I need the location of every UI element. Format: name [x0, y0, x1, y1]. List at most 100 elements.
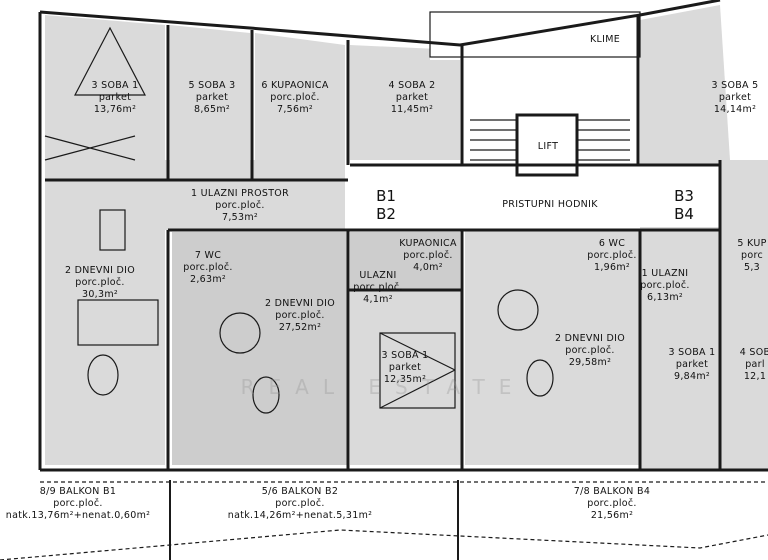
room-soba-b2-fill [350, 290, 462, 465]
room-area: natk.13,76m²+nenat.0,60m² [5, 510, 151, 521]
room-name: 2 DNEVNI DIO [64, 265, 136, 276]
room-dnevni-b1-fill [45, 160, 345, 465]
room-name: 7 WC [194, 250, 222, 261]
room-name: 3 SOBA 1 [91, 80, 139, 91]
room-area: natk.14,26m²+nenat.5,31m² [227, 510, 373, 521]
room-floor: porc.ploč. [275, 498, 325, 509]
stair-fill [460, 60, 640, 165]
room-area: 29,58m² [568, 357, 612, 368]
room-soba-3-fill [170, 25, 250, 180]
room-name: 1 ULAZNI [641, 268, 689, 279]
room-ulazni-b2-fill [350, 232, 460, 290]
room-soba-5-fill [640, 5, 730, 160]
room-area: 7,53m² [221, 212, 259, 223]
room-floor: porc.ploč. [215, 200, 265, 211]
room-floor: porc.ploč. [353, 282, 403, 293]
room-name: 5 SOBA 3 [188, 80, 236, 91]
room-floor: parket [675, 359, 709, 370]
room-name: 1 ULAZNI PROSTOR [191, 188, 289, 199]
room-area: 12,1 [743, 371, 767, 382]
klime-fill [430, 10, 640, 60]
room-area: 4,1m² [363, 294, 393, 305]
watermark-logo: REAL ESTATE [240, 375, 526, 399]
room-floor: parket [195, 92, 229, 103]
room-dnevni-b2-fill [172, 232, 348, 465]
room-soba-2-fill [350, 45, 460, 160]
room-floor: porc.ploč. [270, 92, 320, 103]
room-area: 9,84m² [673, 371, 710, 382]
room-area: 12,35m² [383, 374, 427, 385]
room-area: 27,52m² [278, 322, 322, 333]
room-kupaonica-fill [255, 33, 345, 180]
room-name: 2 DNEVNI DIO [264, 298, 336, 309]
room-floor: porc.ploč. [403, 250, 453, 261]
room-area: 11,45m² [390, 104, 434, 115]
room-dnevni-b4-fill [465, 230, 640, 465]
room-area: 8,65m² [193, 104, 230, 115]
room-floor: parket [388, 362, 422, 373]
room-name: 3 SOBA 1 [668, 347, 716, 358]
room-name: 4 SOB [739, 347, 768, 358]
room-area: 4,0m² [413, 262, 443, 273]
room-floor: porc.ploč. [587, 498, 637, 509]
room-name: KUPAONICA [399, 238, 457, 249]
unit-label-b3: B3 [674, 187, 694, 205]
unit-label-b1: B1 [376, 187, 396, 205]
room-name: 7/8 BALKON B4 [573, 486, 651, 497]
room-floor: porc.ploč. [275, 310, 325, 321]
lift-label: LIFT [537, 141, 559, 152]
room-area: 5,3 [743, 262, 761, 273]
room-area: 1,96m² [593, 262, 631, 273]
room-name: 6 KUPAONICA [261, 80, 329, 91]
room-soba-1-fill [45, 15, 165, 160]
room-area: 7,56m² [276, 104, 314, 115]
room-floor: porc.ploč. [640, 280, 690, 291]
room-name: 4 SOBA 2 [388, 80, 436, 91]
room-area: 21,56m² [590, 510, 634, 521]
room-floor: porc.ploč. [53, 498, 103, 509]
room-area: 13,76m² [93, 104, 137, 115]
room-name: 3 SOBA 1 [381, 350, 429, 361]
room-floor: porc.ploč. [587, 250, 637, 261]
room-area: 2,63m² [189, 274, 227, 285]
room-floor: porc [741, 250, 763, 261]
room-floor: parket [395, 92, 429, 103]
room-name: 5/6 BALKON B2 [261, 486, 339, 497]
hallway-label: PRISTUPNI HODNIK [502, 199, 598, 210]
room-floor: parl [745, 359, 765, 370]
room-area: 6,13m² [646, 292, 684, 303]
room-floor: porc.ploč. [565, 345, 615, 356]
room-name: 2 DNEVNI DIO [554, 333, 626, 344]
room-floor: parket [718, 92, 752, 103]
room-name: 3 SOBA 5 [711, 80, 759, 91]
room-name: ULAZNI [359, 270, 397, 281]
room-area: 30,3m² [81, 289, 119, 300]
room-area: 14,14m² [713, 104, 757, 115]
room-name: 5 KUP [737, 238, 767, 249]
unit-label-b4: B4 [674, 205, 694, 223]
room-floor: parket [98, 92, 132, 103]
room-name: 6 WC [598, 238, 626, 249]
klime-label: KLIME [589, 34, 621, 45]
